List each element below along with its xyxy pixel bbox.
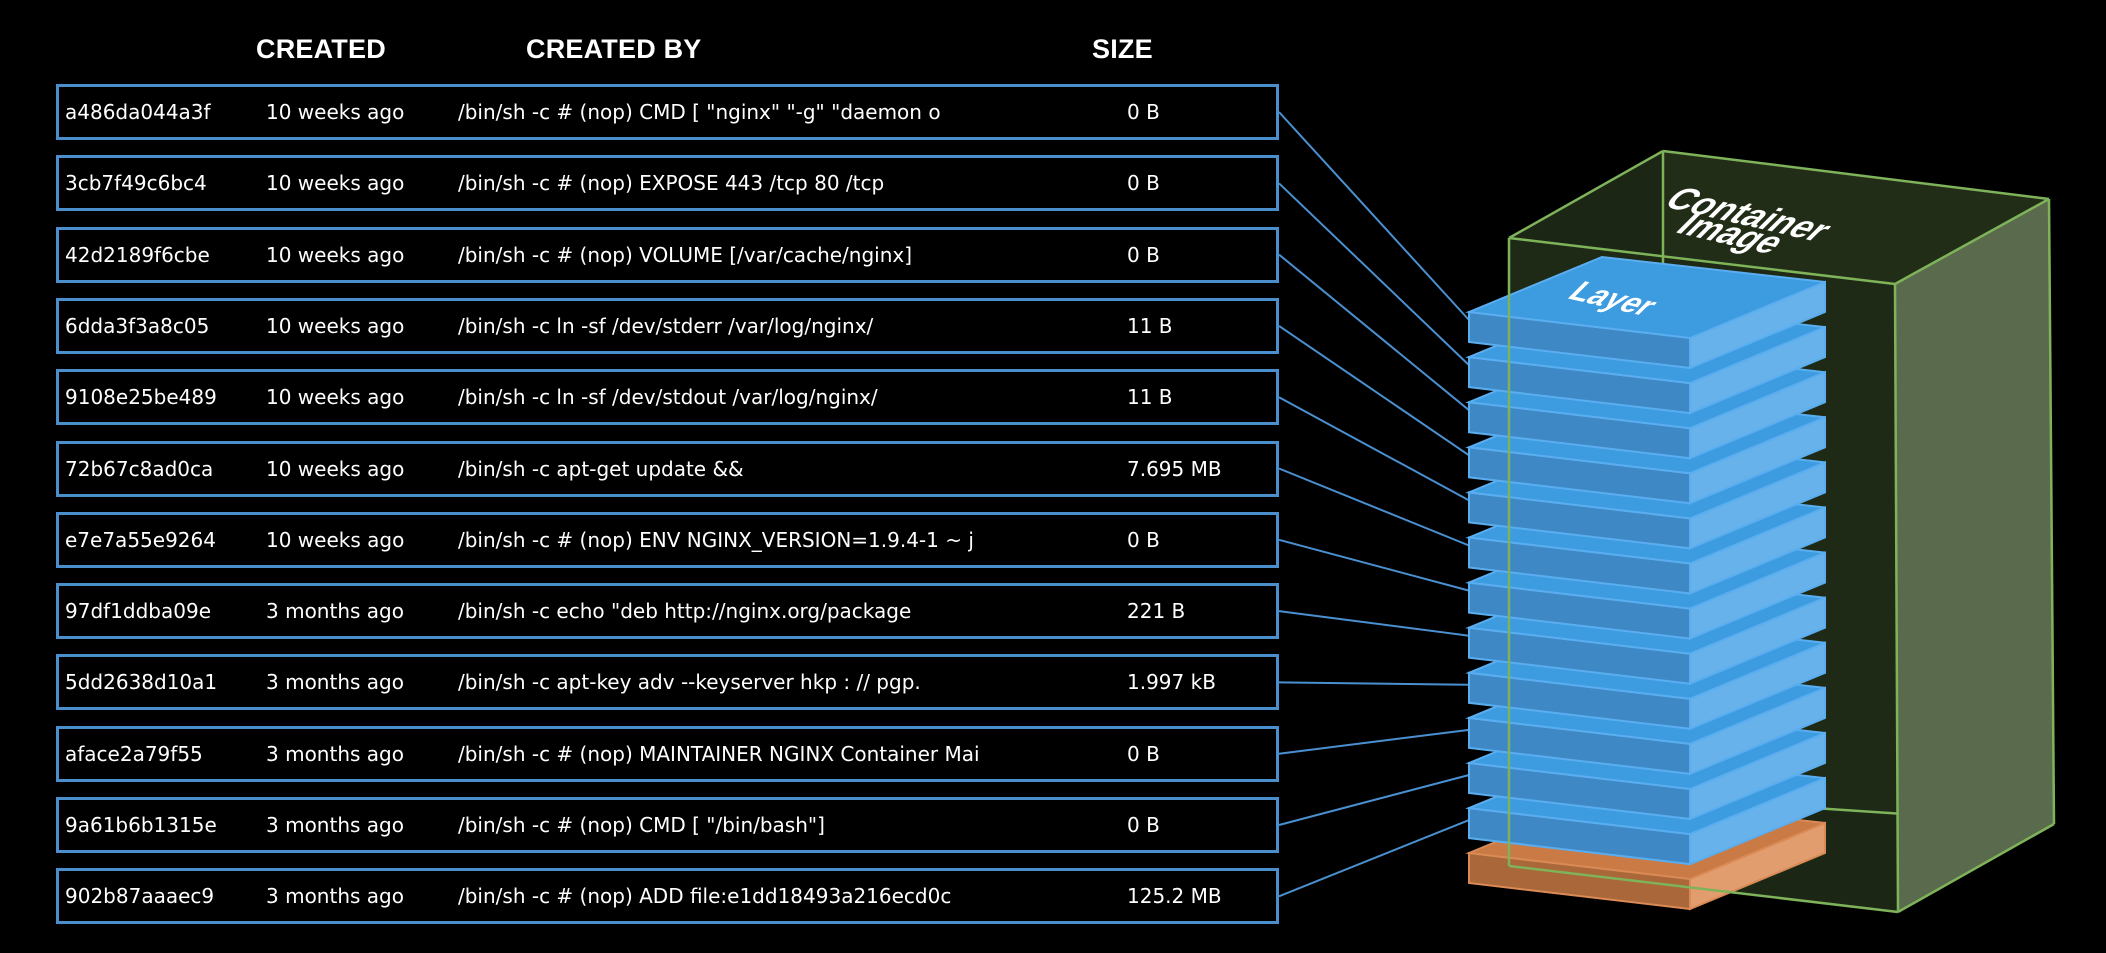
slab-top-face <box>1465 255 1826 340</box>
layer-created-by: /bin/sh -c ln -sf /dev/stderr /var/log/n… <box>458 313 874 338</box>
connector-line <box>1278 610 1470 637</box>
layer-created: 10 weeks ago <box>266 527 405 552</box>
layer-size: 221 B <box>1127 599 1186 624</box>
layer-size: 0 B <box>1127 741 1160 766</box>
container-edge <box>1662 149 2050 201</box>
connector-line <box>1278 728 1470 755</box>
header-created: CREATED <box>256 34 386 64</box>
layer-id: 97df1ddba09e <box>65 599 212 624</box>
container-edge <box>1508 864 1899 914</box>
layer-created: 10 weeks ago <box>266 242 405 267</box>
layer-id: e7e7a55e9264 <box>65 527 216 552</box>
layer-created-by: /bin/sh -c ln -sf /dev/stdout /var/log/n… <box>458 385 878 410</box>
container-edge <box>1893 283 1900 913</box>
connector-line <box>1278 774 1470 826</box>
container-edge <box>1894 197 2050 286</box>
layer-row[interactable]: 9108e25be489 10 weeks ago/bin/sh -c ln -s… <box>56 369 1279 426</box>
connector-line <box>1278 396 1470 502</box>
header-size: SIZE <box>1092 34 1153 64</box>
layer-row[interactable]: 97df1ddba09e 3 months ago/bin/sh -c echo … <box>56 583 1279 640</box>
layer-created-by: /bin/sh -c # (nop) CMD [ "nginx" "-g" "d… <box>458 100 941 124</box>
connector-line <box>1278 681 1470 686</box>
layer-id: 42d2189f6cbe <box>65 242 210 267</box>
layer-row[interactable]: aface2a79f55 3 months ago/bin/sh -c # (no… <box>56 725 1279 782</box>
container-edge <box>1508 149 1664 240</box>
layer-row[interactable]: 42d2189f6cbe 10 weeks ago/bin/sh -c # (no… <box>56 226 1279 283</box>
layer-id: 3cb7f49c6bc4 <box>65 171 207 196</box>
connector-line <box>1278 111 1470 321</box>
layer-connectors <box>1278 111 1470 898</box>
layer-id: 9108e25be489 <box>65 385 217 410</box>
layer-created: 3 months ago <box>266 670 404 695</box>
header-created-by: CREATED BY <box>526 34 702 64</box>
layer-row[interactable]: 6dda3f3a8c05 10 weeks ago/bin/sh -c ln -s… <box>56 297 1279 354</box>
layer-slab <box>1465 255 1826 370</box>
layer-created: 10 weeks ago <box>266 171 405 196</box>
layer-row[interactable]: 9a61b6b1315e 3 months ago/bin/sh -c # (no… <box>56 797 1279 853</box>
layer-id: 5dd2638d10a1 <box>65 670 218 695</box>
layer-created-by: /bin/sh -c # (nop) EXPOSE 443 /tcp 80 /t… <box>458 171 885 196</box>
layer-size: 11 B <box>1127 313 1173 338</box>
container-edge <box>1897 822 2055 914</box>
layer-created: 10 weeks ago <box>266 456 405 481</box>
layer-created-by: /bin/sh -c # (nop) MAINTAINER NGINX Cont… <box>458 741 980 766</box>
container-image-box-front <box>1507 149 2056 914</box>
layer-created-by: /bin/sh -c # (nop) CMD [ "/bin/bash"] <box>458 813 825 837</box>
connector-line <box>1278 325 1470 457</box>
layer-created-by: /bin/sh -c # (nop) ENV NGINX_VERSION=1.9… <box>458 527 974 552</box>
layer-id: 72b67c8ad0ca <box>65 456 214 481</box>
layer-created-by: /bin/sh -c echo "deb http://nginx.org/pa… <box>458 599 912 624</box>
layer-size: 7.695 MB <box>1127 456 1222 481</box>
connector-line <box>1278 819 1470 898</box>
layer-row[interactable]: 5dd2638d10a1 3 months ago/bin/sh -c apt-k… <box>56 654 1279 711</box>
layer-row[interactable]: e7e7a55e9264 10 weeks ago/bin/sh -c # (no… <box>56 511 1279 568</box>
layer-row[interactable]: 72b67c8ad0ca 10 weeks ago/bin/sh -c apt-g… <box>56 440 1279 497</box>
layer-created-by: /bin/sh -c # (nop) ADD file:e1dd18493a21… <box>458 884 952 909</box>
layer-stack <box>1465 255 1826 911</box>
layer-size: 0 B <box>1127 171 1160 196</box>
connector-line <box>1278 467 1470 547</box>
layer-size: 1.997 kB <box>1127 670 1216 695</box>
layer-created-by: /bin/sh -c # (nop) VOLUME [/var/cache/ng… <box>458 242 913 267</box>
layer-size: 0 B <box>1127 527 1160 552</box>
layer-created: 3 months ago <box>266 741 404 766</box>
layer-size: 11 B <box>1127 385 1173 410</box>
container-right-face <box>1895 199 2054 912</box>
layer-created-by: /bin/sh -c apt-key adv --keyserver hkp :… <box>458 670 921 695</box>
connector-line <box>1278 253 1470 411</box>
layer-created: 3 months ago <box>266 599 404 624</box>
layer-id: a486da044a3f <box>65 100 211 124</box>
layer-row[interactable]: 3cb7f49c6bc4 10 weeks ago/bin/sh -c # (no… <box>56 155 1279 212</box>
layer-id: aface2a79f55 <box>65 741 203 766</box>
container-edge <box>2047 198 2056 825</box>
connector-line <box>1278 538 1470 592</box>
layer-created-by: /bin/sh -c apt-get update && <box>458 456 744 481</box>
layer-id: 9a61b6b1315e <box>65 813 217 837</box>
layer-size: 0 B <box>1127 100 1160 124</box>
layer-created: 10 weeks ago <box>266 313 405 338</box>
layer-size: 0 B <box>1127 242 1160 267</box>
layer-size: 125.2 MB <box>1127 884 1222 909</box>
layer-row[interactable]: a486da044a3f 10 weeks ago/bin/sh -c # (no… <box>56 84 1279 140</box>
layer-created: 10 weeks ago <box>266 100 405 124</box>
layer-id: 6dda3f3a8c05 <box>65 313 210 338</box>
layer-row[interactable]: 902b87aaaec9 3 months ago/bin/sh -c # (no… <box>56 868 1279 925</box>
layer-created: 10 weeks ago <box>266 385 405 410</box>
layer-created: 3 months ago <box>266 813 404 837</box>
layer-created: 3 months ago <box>266 884 404 909</box>
container-edge <box>1508 236 1896 286</box>
layer-id: 902b87aaaec9 <box>65 884 215 909</box>
layer-size: 0 B <box>1127 813 1160 837</box>
connector-line <box>1278 182 1470 366</box>
